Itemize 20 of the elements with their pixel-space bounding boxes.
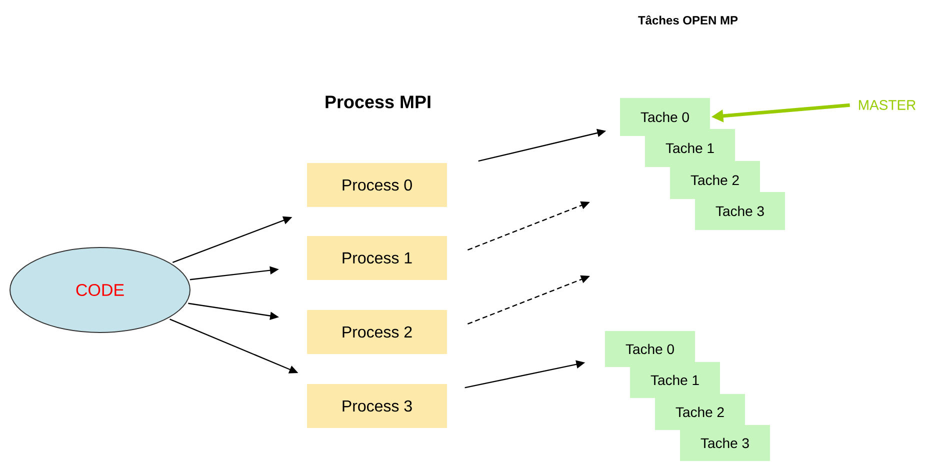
task-box: Tache 2 xyxy=(655,394,745,430)
node-label: MASTER xyxy=(858,100,916,110)
heading: Process MPI xyxy=(326,96,430,108)
process-box: Process 0 xyxy=(307,163,447,207)
process-box: Process 1 xyxy=(307,236,447,280)
node-label: Tache 2 xyxy=(690,174,739,186)
node-label: Tache 1 xyxy=(650,374,699,386)
node-label: Tache 3 xyxy=(700,438,749,448)
node-label: Tache 0 xyxy=(640,112,689,122)
task-box: Tache 3 xyxy=(695,192,785,230)
task-box: Tache 0 xyxy=(605,331,695,367)
heading: Tâches OPEN MP xyxy=(638,15,738,25)
node-label: Tache 1 xyxy=(666,142,714,154)
process-box: Process 3 xyxy=(307,384,447,428)
node-label: Tache 3 xyxy=(716,206,764,216)
task-box: Tache 1 xyxy=(630,362,720,398)
node-label: Tache 2 xyxy=(676,406,724,418)
node-label: Tache 0 xyxy=(626,344,674,354)
process-box: Process 2 xyxy=(307,310,447,354)
task-box: Tache 3 xyxy=(680,425,770,461)
